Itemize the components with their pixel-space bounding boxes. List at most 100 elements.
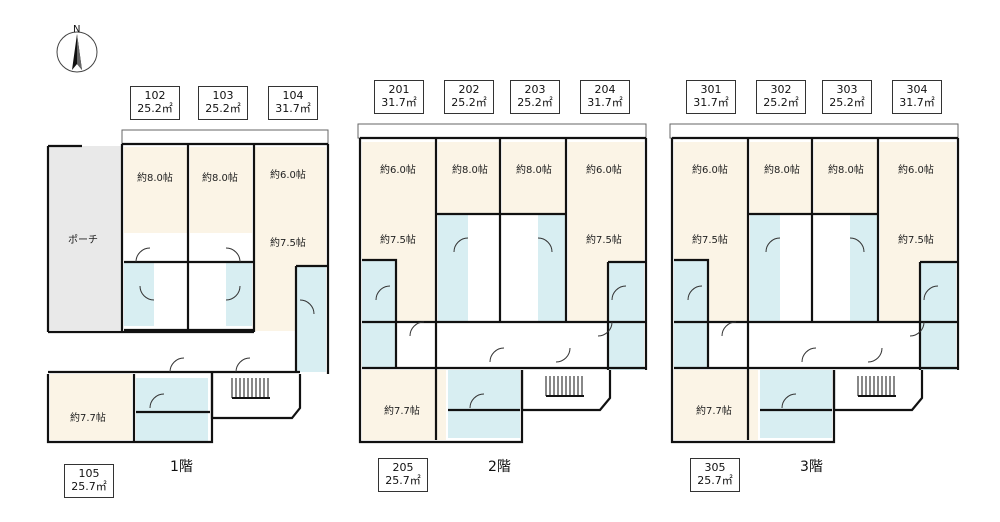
unit-area: 25.2㎡ [517,96,553,109]
room-floor [814,142,878,214]
unit-area: 25.7㎡ [385,474,421,487]
porch-label: ポーチ [68,234,98,246]
wet-area [438,214,468,322]
porch-area [48,146,122,330]
room-label: 約6.0帖 [692,163,728,176]
room-label: 約7.5帖 [692,233,728,246]
unit-number: 301 [700,83,722,96]
wet-area [760,370,832,438]
room-label: 約6.0帖 [270,168,306,181]
unit-area: 25.2㎡ [451,96,487,109]
unit-box-204: 204 31.7㎡ [580,80,630,114]
room-label: 約8.0帖 [137,171,173,184]
unit-area: 31.7㎡ [275,102,311,115]
unit-box-303: 303 25.2㎡ [822,80,872,114]
floor-2-plan [357,123,648,444]
wet-area [296,266,326,372]
floor-label-3: 3階 [800,459,823,475]
wet-area [226,262,252,326]
room-label: 約6.0帖 [586,163,622,176]
room-label: 約6.0帖 [898,163,934,176]
unit-box-202: 202 25.2㎡ [444,80,494,114]
room-label: 約6.0帖 [380,163,416,176]
unit-box-301: 301 31.7㎡ [686,80,736,114]
compass-label: N [73,24,80,35]
balcony [669,123,959,139]
unit-box-302: 302 25.2㎡ [756,80,806,114]
unit-number: 104 [282,89,304,102]
unit-area: 31.7㎡ [693,96,729,109]
wet-area [750,214,780,322]
unit-number: 302 [770,83,792,96]
wet-area [136,378,208,442]
room-label: 約7.5帖 [898,233,934,246]
unit-area: 31.7㎡ [587,96,623,109]
wet-area [448,370,520,438]
room-label: 約7.7帖 [70,411,106,424]
north-arrow-icon: N [56,24,98,73]
unit-number: 205 [392,461,414,474]
floor-label-1: 1階 [170,459,193,475]
room-floor [750,142,812,214]
floor-3-plan [669,123,960,444]
room-labels: 約8.0帖 約8.0帖 約6.0帖 約7.5帖 約7.7帖 ポーチ 約6.0帖 … [68,163,934,424]
room-floor [362,370,446,440]
unit-box-305: 305 25.7㎡ [690,458,740,492]
unit-box-304: 304 31.7㎡ [892,80,942,114]
floor-label-2: 2階 [488,459,511,475]
room-label: 約7.7帖 [384,404,420,417]
unit-number: 103 [212,89,234,102]
unit-box-103: 103 25.2㎡ [198,86,248,120]
unit-area: 31.7㎡ [381,96,417,109]
room-label: 約7.7帖 [696,404,732,417]
wet-area [608,262,644,370]
balcony [121,129,329,145]
wet-area [362,260,396,368]
room-floor [124,147,188,233]
room-floor [674,370,758,440]
unit-area: 25.2㎡ [829,96,865,109]
corridor [48,332,254,372]
room-floor [50,374,132,440]
wet-area [850,214,878,322]
room-label: 約8.0帖 [764,163,800,176]
room-floor [502,142,566,214]
unit-area: 25.2㎡ [763,96,799,109]
wet-area [124,262,154,326]
unit-number: 102 [144,89,166,102]
room-label: 約8.0帖 [828,163,864,176]
room-floor [438,142,500,214]
unit-box-105: 105 25.7㎡ [64,464,114,498]
room-label: 約8.0帖 [452,163,488,176]
unit-number: 201 [388,83,410,96]
room-label: 約7.5帖 [380,233,416,246]
unit-box-104: 104 31.7㎡ [268,86,318,120]
room-label: 約7.5帖 [270,236,306,249]
unit-area: 25.2㎡ [205,102,241,115]
room-label: 約8.0帖 [202,171,238,184]
wet-area [920,262,956,370]
unit-number: 202 [458,83,480,96]
unit-area: 31.7㎡ [899,96,935,109]
unit-area: 25.2㎡ [137,102,173,115]
room-floor [190,147,252,233]
unit-number: 204 [594,83,616,96]
unit-box-203: 203 25.2㎡ [510,80,560,114]
room-label: 約8.0帖 [516,163,552,176]
balcony [357,123,647,139]
unit-number: 203 [524,83,546,96]
unit-box-201: 201 31.7㎡ [374,80,424,114]
room-label: 約7.5帖 [586,233,622,246]
unit-number: 303 [836,83,858,96]
unit-box-205: 205 25.7㎡ [378,458,428,492]
unit-box-102: 102 25.2㎡ [130,86,180,120]
unit-number: 105 [78,467,100,480]
unit-number: 305 [704,461,726,474]
wet-area [674,260,708,368]
unit-area: 25.7㎡ [71,480,107,493]
wet-area [538,214,566,322]
unit-number: 304 [906,83,928,96]
floor-1-plan [46,129,330,444]
unit-area: 25.7㎡ [697,474,733,487]
